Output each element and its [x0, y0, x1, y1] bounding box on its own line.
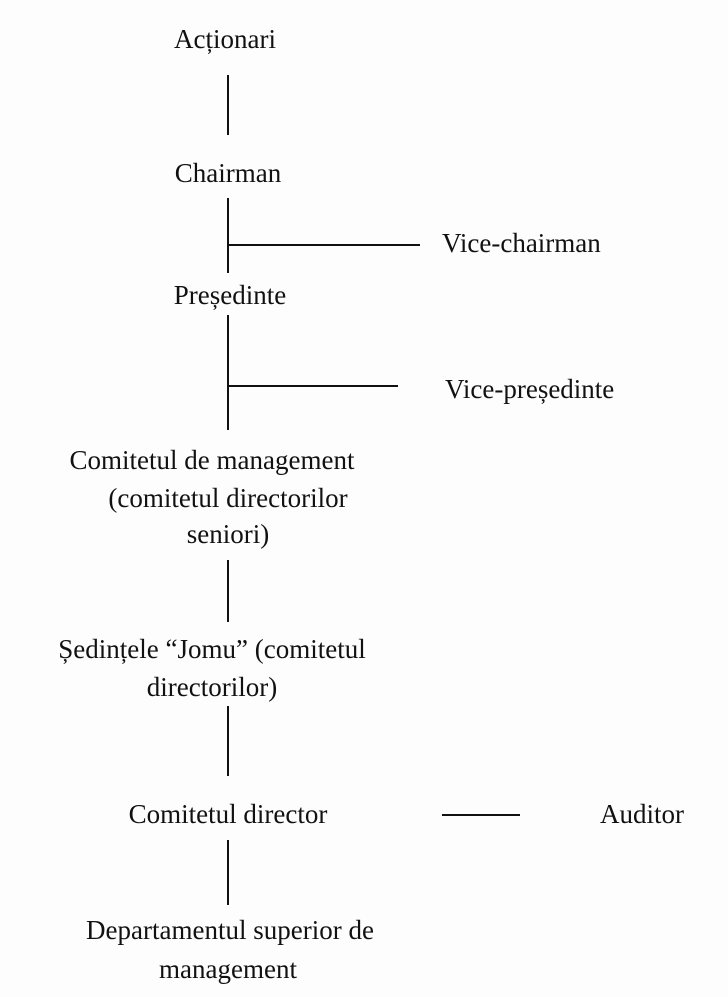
node-vice-presedinte: Vice-președinte [445, 374, 615, 404]
connector-line [227, 706, 229, 776]
connector-line [228, 385, 398, 387]
node-departamentul-line1: Departamentul superior de [86, 915, 374, 945]
connector-line [227, 840, 229, 905]
node-presedinte: Președinte [173, 280, 287, 310]
connector-line [228, 244, 420, 246]
node-chairman: Chairman [174, 158, 282, 188]
node-comitetul-management-line1: Comitetul de management [69, 445, 355, 475]
connector-line [227, 315, 229, 430]
node-sedintele-jomu-line1: Ședințele “Jomu” (comitetul [58, 634, 366, 664]
node-comitetul-director: Comitetul director [128, 799, 328, 829]
node-sedintele-jomu-line2: directorilor) [146, 672, 278, 702]
node-departamentul-line2: management [159, 954, 297, 984]
connector-line [442, 814, 520, 816]
connector-line [227, 560, 229, 622]
node-vice-chairman: Vice-chairman [442, 228, 601, 258]
connector-line [227, 75, 229, 135]
node-actionari: Acționari [174, 24, 276, 54]
connector-line [227, 198, 229, 273]
node-comitetul-management-line3: seniori) [186, 519, 270, 549]
node-auditor: Auditor [600, 799, 684, 829]
node-comitetul-management-line2: (comitetul directorilor [108, 483, 348, 513]
